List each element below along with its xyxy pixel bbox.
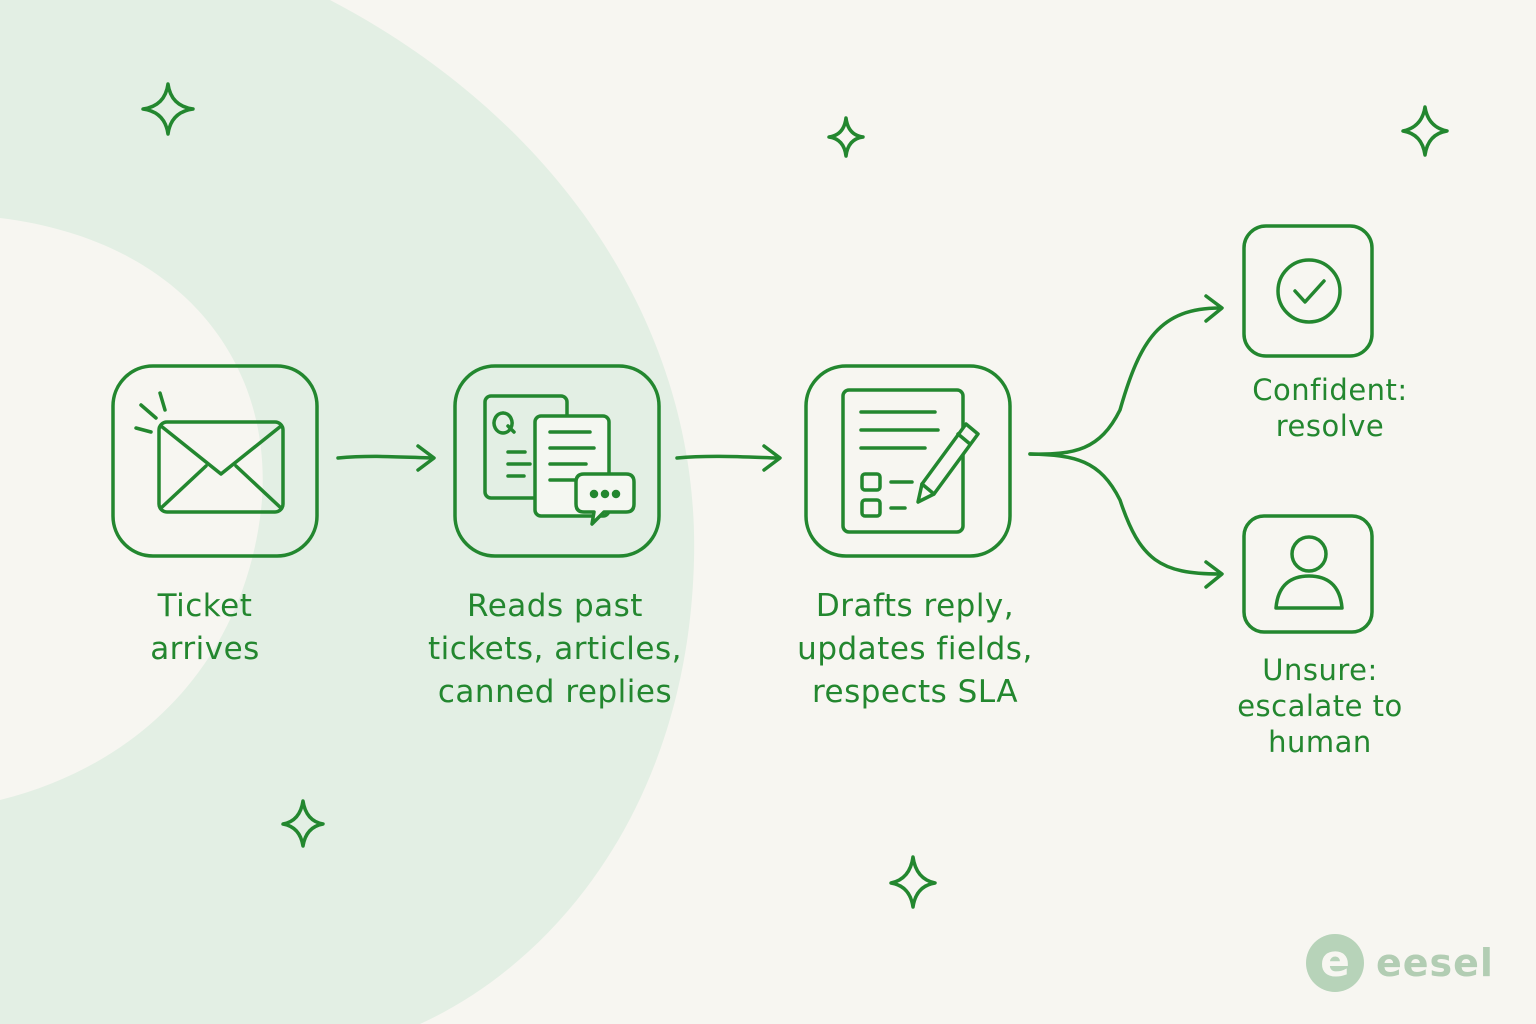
documents-chat-icon	[483, 394, 636, 526]
label-line: Unsure:	[1262, 653, 1378, 687]
label-line: escalate to	[1237, 689, 1403, 723]
brand-mark-icon: e	[1306, 934, 1364, 992]
label-line: respects SLA	[811, 674, 1019, 710]
label-line: resolve	[1275, 409, 1385, 443]
label-line: arrives	[150, 631, 260, 667]
label-line: Reads past	[467, 588, 643, 624]
label-line: updates fields,	[797, 631, 1033, 667]
background-blob	[0, 0, 695, 1024]
step-label-ticket: Ticket arrives	[100, 585, 310, 671]
check-circle-icon	[1276, 258, 1342, 324]
step-label-drafts: Drafts reply, updates fields, respects S…	[770, 585, 1060, 714]
sparkle-icon	[281, 799, 325, 848]
label-line: tickets, articles,	[428, 631, 682, 667]
label-line: canned replies	[437, 674, 673, 710]
person-icon	[1274, 535, 1344, 610]
sparkle-icon	[141, 82, 195, 136]
drafts-box	[804, 364, 1012, 558]
label-line: Ticket	[157, 588, 253, 624]
label-line: Drafts reply,	[815, 588, 1015, 624]
arrow-2	[675, 444, 782, 472]
unsure-box	[1242, 514, 1374, 634]
ticket-box	[111, 364, 319, 558]
outcome-label-unsure: Unsure: escalate to human	[1210, 652, 1430, 760]
label-line: human	[1268, 725, 1372, 759]
arrow-1	[336, 444, 436, 472]
brand-logo: e eesel	[1306, 934, 1494, 992]
sparkle-icon	[1401, 105, 1449, 157]
outcome-label-confident: Confident: resolve	[1220, 372, 1440, 444]
brand-name: eesel	[1376, 941, 1494, 985]
form-pencil-icon	[841, 388, 980, 534]
sparkle-icon	[889, 855, 937, 909]
confident-box	[1242, 224, 1374, 358]
step-label-reads: Reads past tickets, articles, canned rep…	[410, 585, 700, 714]
branch-arrows	[1028, 294, 1224, 589]
reads-box	[453, 364, 661, 558]
sparkle-icon	[827, 116, 865, 158]
label-line: Confident:	[1252, 373, 1408, 407]
envelope-icon	[134, 391, 285, 514]
